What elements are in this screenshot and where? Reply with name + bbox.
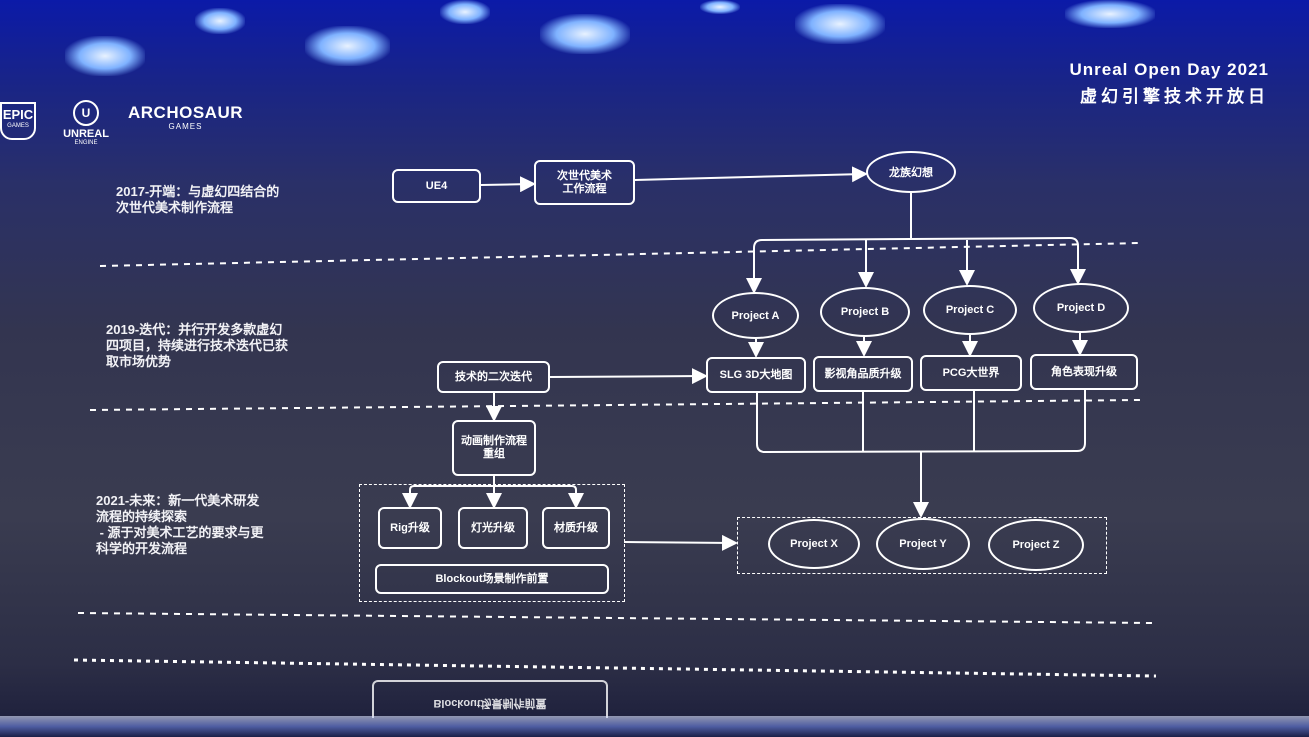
phase-2021-line1: 2021-未来：新一代美术研发: [96, 493, 260, 508]
ue4-node-label: UE4: [425, 179, 448, 192]
stage-light: [65, 36, 145, 76]
stage-light: [440, 0, 490, 24]
slg-node-label: SLG 3D大地图: [719, 368, 793, 381]
blockout-node: Blockout场景制作前置: [375, 564, 609, 594]
project-y-node: Project Y: [876, 518, 970, 570]
unreal-engine-logo: U UNREAL ENGINE: [52, 100, 120, 147]
pcg-world-node: PCG大世界: [920, 355, 1022, 391]
rig-upgrade-node: Rig升级: [378, 507, 442, 549]
floor-reflection: Blockout场景制作前置: [372, 680, 608, 718]
dragon-node-label: 龙族幻想: [889, 167, 933, 179]
project-c-label: Project C: [945, 304, 995, 316]
dragon-raja-node: 龙族幻想: [866, 151, 956, 193]
archosaur-logo-sub: GAMES: [168, 122, 203, 131]
project-d-label: Project D: [1056, 302, 1106, 314]
phase-separator: [99, 242, 1141, 267]
project-a-node: Project A: [712, 292, 799, 339]
epic-logo-sub: GAMES: [7, 123, 29, 129]
character-upgrade-node: 角色表现升级: [1030, 354, 1138, 390]
phase-2017-line2: 次世代美术制作流程: [116, 200, 234, 215]
nextgen-node-line2: 工作流程: [562, 182, 607, 195]
animation-pipeline-node: 动画制作流程 重组: [452, 420, 536, 476]
reflection-text: Blockout场景制作前置: [433, 697, 547, 709]
unreal-logo-text: UNREAL: [63, 128, 109, 140]
phase-separator: [77, 612, 1153, 624]
anim-node-line2: 重组: [483, 448, 505, 460]
stage-light: [195, 8, 245, 34]
project-y-label: Project Y: [899, 538, 947, 550]
future-tech-group: [359, 484, 625, 602]
floor-glow: [0, 716, 1309, 737]
stage-light: [1065, 0, 1155, 28]
phase-2021-label: 2021-未来：新一代美术研发 流程的持续探索 - 源于对美术工艺的要求与更 科…: [96, 493, 264, 557]
phase-2021-line3: - 源于对美术工艺的要求与更: [96, 525, 264, 540]
film-quality-node: 影视角品质升级: [813, 356, 913, 392]
event-title-zh: 虚幻引擎技术开放日: [1080, 87, 1269, 106]
project-x-node: Project X: [768, 519, 860, 569]
phase-2019-line1: 2019-迭代：并行开发多款虚幻: [106, 322, 283, 337]
phase-separator: [73, 658, 1157, 678]
phase-2021-line2: 流程的持续探索: [96, 509, 188, 524]
tech-iteration-node: 技术的二次迭代: [437, 361, 550, 393]
nextgen-workflow-node: 次世代美术 工作流程: [534, 160, 635, 205]
future-projects-group: [737, 517, 1107, 574]
film-node-label: 影视角品质升级: [824, 367, 902, 380]
phase-2019-line2: 四项目，持续进行技术迭代已获: [106, 338, 289, 353]
event-title: Unreal Open Day 2021 虚幻引擎技术开放日: [1069, 60, 1269, 107]
phase-separator: [89, 399, 1141, 411]
tech2-node-label: 技术的二次迭代: [455, 370, 532, 383]
unreal-u-icon: U: [73, 100, 99, 126]
ue4-node: UE4: [392, 169, 481, 203]
project-a-label: Project A: [731, 309, 780, 322]
project-z-label: Project Z: [1012, 539, 1060, 551]
material-node-label: 材质升级: [554, 521, 598, 534]
event-title-en: Unreal Open Day 2021: [1069, 60, 1269, 79]
unreal-logo-sub: ENGINE: [74, 140, 98, 146]
stage-light: [305, 26, 390, 66]
char-node-label: 角色表现升级: [1051, 365, 1117, 378]
phase-2017-label: 2017-开端：与虚幻四结合的 次世代美术制作流程: [116, 184, 279, 216]
archosaur-games-logo: ARCHOSAUR GAMES: [128, 104, 243, 132]
stage-light: [700, 0, 740, 14]
material-upgrade-node: 材质升级: [542, 507, 610, 549]
project-b-node: Project B: [820, 287, 910, 337]
epic-logo-text: EPIC: [2, 107, 34, 122]
archosaur-logo-text: ARCHOSAUR: [128, 103, 243, 122]
phase-2019-line3: 取市场优势: [106, 354, 172, 369]
anim-node-line1: 动画制作流程: [461, 435, 527, 447]
project-z-node: Project Z: [988, 519, 1084, 571]
phase-2017-line1: 2017-开端：与虚幻四结合的: [116, 184, 280, 199]
phase-2019-label: 2019-迭代：并行开发多款虚幻 四项目，持续进行技术迭代已获 取市场优势: [106, 322, 288, 370]
rig-node-label: Rig升级: [390, 521, 430, 534]
pcg-node-label: PCG大世界: [942, 366, 1000, 379]
project-c-node: Project C: [923, 285, 1017, 335]
project-d-node: Project D: [1033, 283, 1129, 333]
stage-light: [540, 14, 630, 54]
light-node-label: 灯光升级: [471, 521, 515, 534]
lighting-upgrade-node: 灯光升级: [458, 507, 528, 549]
logo-row: EPIC GAMES U UNREAL ENGINE ARCHOSAUR GAM…: [0, 100, 260, 146]
slg-3d-map-node: SLG 3D大地图: [706, 357, 806, 393]
blockout-node-label: Blockout场景制作前置: [435, 572, 549, 585]
nextgen-node-line1: 次世代美术: [557, 169, 612, 182]
project-b-label: Project B: [840, 306, 890, 318]
stage-light: [795, 4, 885, 44]
phase-2021-line4: 科学的开发流程: [96, 541, 188, 556]
project-x-label: Project X: [790, 538, 838, 550]
epic-games-logo: EPIC GAMES: [0, 102, 36, 140]
